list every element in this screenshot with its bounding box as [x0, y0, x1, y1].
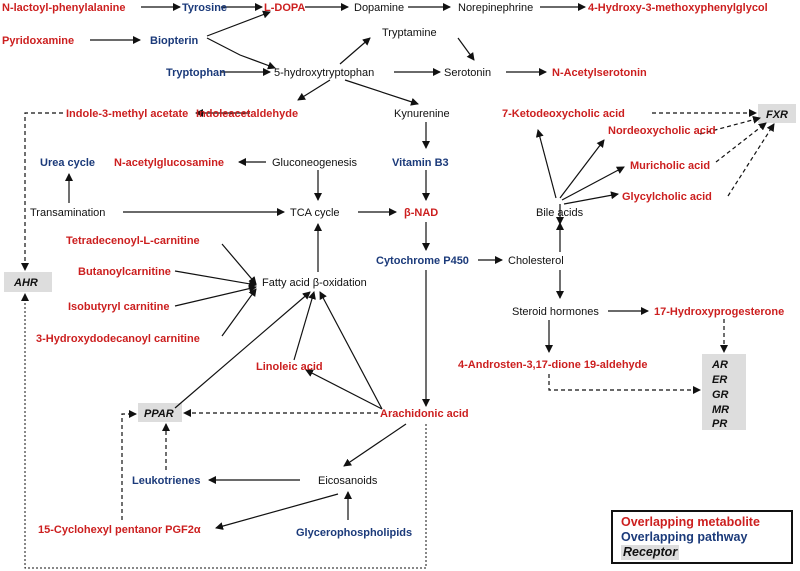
- node-kynurenine: Kynurenine: [394, 108, 450, 120]
- node-muricholic-acid: Muricholic acid: [630, 160, 710, 172]
- receptor-group-box: [702, 354, 746, 430]
- node-pyridoxamine: Pyridoxamine: [2, 35, 74, 47]
- fxr-box: [758, 104, 796, 123]
- node-fatty-acid-beta-oxidation: Fatty acid β-oxidation: [262, 277, 367, 289]
- node-glycerophospholipids: Glycerophospholipids: [296, 527, 412, 539]
- edges-dashed: [21, 109, 775, 520]
- receptor-mr: MR: [712, 404, 729, 416]
- node-7-ketodeoxycholic-acid: 7-Ketodeoxycholic acid: [502, 108, 625, 120]
- node-cytochrome-p450: Cytochrome P450: [376, 255, 469, 267]
- node-labels: N-lactoyl-phenylalanine Tyrosine L-DOPA …: [2, 2, 788, 539]
- node-steroid-hormones: Steroid hormones: [512, 306, 599, 318]
- node-butanoylcarnitine: Butanoylcarnitine: [78, 266, 171, 278]
- receptor-er: ER: [712, 374, 727, 386]
- node-biopterin: Biopterin: [150, 35, 199, 47]
- node-5-hydroxytryptophan: 5-hydroxytryptophan: [274, 67, 374, 79]
- node-n-acetylserotonin: N-Acetylserotonin: [552, 67, 647, 79]
- node-ppar: PPAR: [144, 408, 174, 420]
- node-n-acetylglucosamine: N-acetylglucosamine: [114, 157, 224, 169]
- node-indoleacetaldehyde: Indoleacetaldehyde: [196, 108, 298, 120]
- node-hydroxy-methoxyphenylglycol: 4-Hydroxy-3-methoxyphenylglycol: [588, 2, 768, 14]
- node-indole-3-methyl-acetate: Indole-3-methyl acetate: [66, 108, 188, 120]
- legend-receptor: Receptor: [621, 545, 680, 560]
- ppar-box: [138, 403, 182, 422]
- node-urea-cycle: Urea cycle: [40, 157, 95, 169]
- node-17-hydroxyprogesterone: 17-Hydroxyprogesterone: [654, 306, 784, 318]
- node-serotonin: Serotonin: [444, 67, 491, 79]
- node-gluconeogenesis: Gluconeogenesis: [272, 157, 358, 169]
- legend-box: Overlapping metabolite Overlapping pathw…: [611, 510, 793, 564]
- node-arachidonic-acid: Arachidonic acid: [380, 408, 469, 420]
- node-cholesterol: Cholesterol: [508, 255, 564, 267]
- node-l-dopa: L-DOPA: [264, 2, 305, 14]
- node-transamination: Transamination: [30, 207, 105, 219]
- node-tetradecenoyl-l-carnitine: Tetradecenoyl-L-carnitine: [66, 235, 200, 247]
- receptor-ar: AR: [711, 359, 728, 371]
- receptor-pr: PR: [712, 418, 727, 430]
- node-eicosanoids: Eicosanoids: [318, 475, 378, 487]
- node-15-cyclohexyl-pentanor-pgf2a: 15-Cyclohexyl pentanor PGF2α: [38, 524, 201, 536]
- ahr-box: [4, 272, 52, 292]
- legend-pathway: Overlapping pathway: [621, 530, 748, 544]
- node-bile-acids: Bile acids: [536, 207, 584, 219]
- edges-solid: [65, 3, 649, 530]
- node-beta-nad: β-NAD: [404, 207, 438, 219]
- node-isobutyryl-carnitine: Isobutyryl carnitine: [68, 301, 169, 313]
- receptor-group: AR ER GR MR PR: [711, 359, 729, 430]
- edges-dotted: [21, 293, 427, 569]
- legend-metabolite: Overlapping metabolite: [621, 515, 760, 529]
- node-glycylcholic-acid: Glycylcholic acid: [622, 191, 712, 203]
- node-3-hydroxydodecanoyl-carnitine: 3-Hydroxydodecanoyl carnitine: [36, 333, 200, 345]
- node-leukotrienes: Leukotrienes: [132, 475, 200, 487]
- node-vitamin-b3: Vitamin B3: [392, 157, 449, 169]
- node-tyrosine: Tyrosine: [182, 2, 227, 14]
- node-linoleic-acid: Linoleic acid: [256, 361, 323, 373]
- node-ahr: AHR: [13, 277, 38, 289]
- receptor-gr: GR: [712, 389, 729, 401]
- node-4-androsten-19-aldehyde: 4-Androsten-3,17-dione 19-aldehyde: [458, 359, 648, 371]
- node-tca-cycle: TCA cycle: [290, 207, 340, 219]
- node-norepinephrine: Norepinephrine: [458, 2, 533, 14]
- node-n-lactoyl-phenylalanine: N-lactoyl-phenylalanine: [2, 2, 125, 14]
- node-tryptophan: Tryptophan: [166, 67, 226, 79]
- node-nordeoxycholic-acid: Nordeoxycholic acid: [608, 125, 716, 137]
- node-tryptamine: Tryptamine: [382, 27, 437, 39]
- node-dopamine: Dopamine: [354, 2, 404, 14]
- node-fxr: FXR: [766, 109, 788, 121]
